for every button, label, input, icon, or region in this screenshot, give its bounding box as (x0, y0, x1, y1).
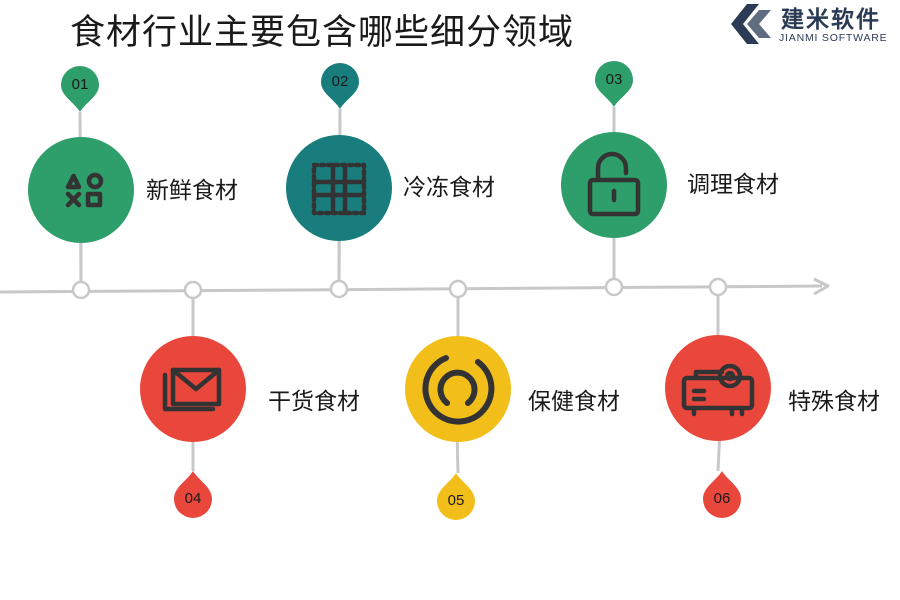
marker-pin (61, 66, 99, 112)
marker-pin (437, 473, 475, 520)
logo-mark-icon (731, 4, 771, 44)
timeline-node (329, 279, 349, 299)
category-circle (665, 335, 771, 441)
marker-number: 06 (713, 490, 731, 507)
category-circle (28, 137, 134, 243)
marker-number: 04 (184, 490, 202, 507)
envelope-icon (162, 367, 222, 412)
marker-pin (594, 60, 633, 107)
marker-number: 01 (71, 76, 89, 93)
timeline-arrow-head (813, 277, 830, 296)
timeline-axis (0, 284, 823, 294)
marker-pin (174, 471, 212, 518)
logo-name-en: JIANMI SOFTWARE (779, 32, 888, 44)
logo: 建米软件 JIANMI SOFTWARE (727, 2, 900, 46)
refresh-icon (422, 355, 495, 425)
category-circle (286, 135, 392, 241)
timeline-node (604, 277, 624, 297)
category-label: 新鲜食材 (146, 178, 238, 204)
page-title: 食材行业主要包含哪些细分领域 (70, 13, 575, 53)
category-label: 冷冻食材 (403, 175, 495, 201)
grid-icon (311, 162, 367, 216)
marker-pin (703, 471, 741, 518)
category-circle (405, 336, 511, 442)
timeline-node (448, 279, 468, 299)
category-label: 保健食材 (528, 389, 620, 415)
category-circle (561, 132, 667, 238)
category-label: 特殊食材 (788, 389, 880, 415)
unlock-icon (587, 151, 641, 217)
marker-number: 02 (331, 73, 349, 90)
logo-name-cn: 建米软件 (781, 7, 881, 33)
marker-number: 03 (605, 71, 623, 88)
timeline-node (708, 277, 728, 297)
shapes-icon (65, 172, 104, 208)
marker-number: 05 (447, 492, 465, 509)
timeline-node (71, 280, 91, 300)
category-label: 干货食材 (268, 389, 360, 415)
marker-pin (321, 63, 359, 109)
projector-icon (681, 363, 755, 417)
category-label: 调理食材 (687, 172, 779, 198)
timeline-node (183, 280, 203, 300)
